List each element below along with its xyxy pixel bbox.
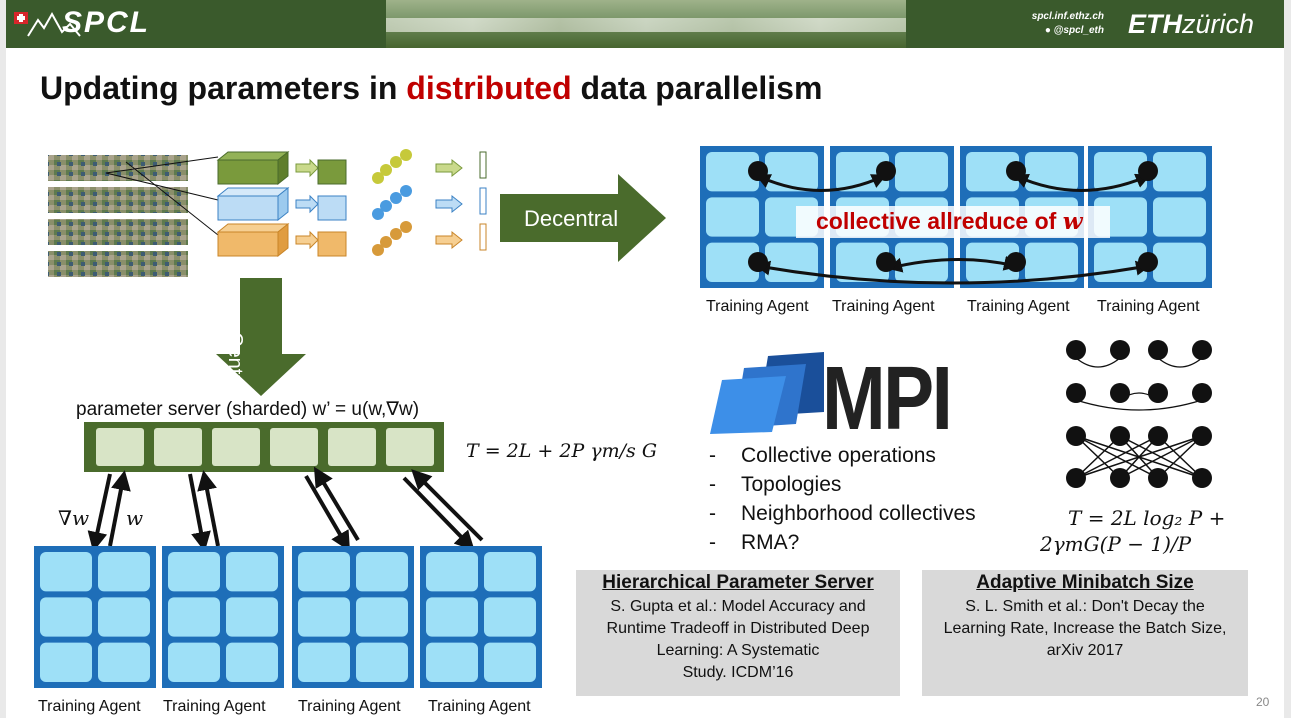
central-agent-label-3: Training Agent [298,698,401,715]
agent-cell [765,242,818,282]
header-banner: SPCL spcl.inf.ethz.ch ● @spcl_eth ETHzür… [6,0,1284,48]
allreduce-label-bg [796,206,1110,238]
agent-cell [1153,242,1206,282]
agent-cell [426,552,478,592]
decentral-agent-label-2: Training Agent [832,298,935,315]
mountain-panorama [386,0,906,48]
network-row-green [216,149,487,186]
agent-cell [1153,197,1206,237]
agent-cell [98,597,150,637]
server-arrows [87,466,484,552]
mpi-bullet-2: -Topologies [709,473,842,496]
agent-cell [706,242,759,282]
agent-cell [356,597,408,637]
decentral-agent-label-1: Training Agent [706,298,809,315]
agent-cell [40,597,92,637]
agent-cell [226,597,278,637]
spcl-logo: SPCL [62,6,151,39]
agent-cell [98,642,150,682]
agent-cell [426,642,478,682]
site-info: spcl.inf.ethz.ch ● @spcl_eth [1028,10,1104,38]
agent-cell [98,552,150,592]
agent-cell [168,552,220,592]
decentral-agent-label-3: Training Agent [967,298,1070,315]
central-agents [34,546,542,688]
twitter-handle[interactable]: @spcl_eth [1053,25,1104,36]
allreduce-nodes [748,161,1158,272]
agent-cell [226,642,278,682]
central-arrow [216,278,306,396]
network-row-orange [216,221,487,258]
central-agent-2 [162,546,284,688]
central-agent-label-1: Training Agent [38,698,141,715]
central-agent-3 [292,546,414,688]
agent-cell [356,642,408,682]
butterfly-graph [1066,340,1212,488]
central-label: Central [224,332,246,397]
mountain-icon [27,11,81,37]
agent-cell [966,152,1019,192]
page-number: 20 [1256,695,1270,709]
eth-logo: ETHzürich [1128,9,1255,39]
mpi-bullet-1: -Collective operations [709,444,936,467]
central-agent-label-4: Training Agent [428,698,531,715]
network-row-blue [216,185,487,222]
agent-cell [765,152,818,192]
central-agent-4 [420,546,542,688]
parameter-server [84,422,444,472]
agent-cell [40,552,92,592]
agent-cell [706,152,759,192]
agent-cell [1025,152,1078,192]
agent-cell [706,197,759,237]
mpi-logo-graphic [710,352,824,434]
agent-cell [484,552,536,592]
decentral-label: Decentral [524,206,619,231]
decentral-arrow [500,174,666,262]
agent-cell [895,152,948,192]
slide: SPCL spcl.inf.ethz.ch ● @spcl_eth ETHzür… [6,0,1284,718]
site-url[interactable]: spcl.inf.ethz.ch [1031,11,1104,22]
gradient-label: ∇w [58,506,90,530]
agent-cell [298,642,350,682]
decentral-agent-label-4: Training Agent [1097,298,1200,315]
swiss-flag-icon [14,12,28,24]
agent-cell [298,597,350,637]
agent-cell [484,597,536,637]
twitter-icon: ● [1044,25,1051,36]
mpi-bullet-4: -RMA? [709,531,800,554]
agent-cell [40,642,92,682]
reference-heading: Hierarchical Parameter Server [602,572,874,593]
central-formula: T = 2L + 2P γm/s G [466,440,658,462]
reference-box-hierarchical-ps: Hierarchical Parameter Server S. Gupta e… [576,570,900,696]
allreduce-arrows [755,173,1151,285]
reference-heading: Adaptive Minibatch Size [976,572,1194,593]
decentral-formula-line1: T = 2L log₂ P + [1068,506,1226,530]
agent-cell [298,552,350,592]
slide-title: Updating parameters in distributed data … [40,70,823,106]
diagram-canvas [34,146,1212,688]
parameter-server-label: parameter server (sharded) w’ = u(w,∇w) [76,399,420,420]
central-agent-1 [34,546,156,688]
input-images [48,155,219,277]
agent-cell [1153,152,1206,192]
decentral-formula-line2: 2γmG(P − 1)/P [1040,532,1192,556]
agent-cell [484,642,536,682]
agent-cell [226,552,278,592]
weight-label: w [126,506,144,530]
reference-box-adaptive-minibatch: Adaptive Minibatch Size S. L. Smith et a… [922,570,1248,696]
central-agent-label-2: Training Agent [163,698,266,715]
agent-cell [168,597,220,637]
mpi-bullet-3: -Neighborhood collectives [709,502,976,525]
mpi-logo-text: MPI [822,349,953,449]
agent-cell [356,552,408,592]
allreduce-label: collective allreduce of w [816,208,1083,235]
agent-cell [168,642,220,682]
agent-cell [426,597,478,637]
title-highlight: distributed [406,70,572,106]
